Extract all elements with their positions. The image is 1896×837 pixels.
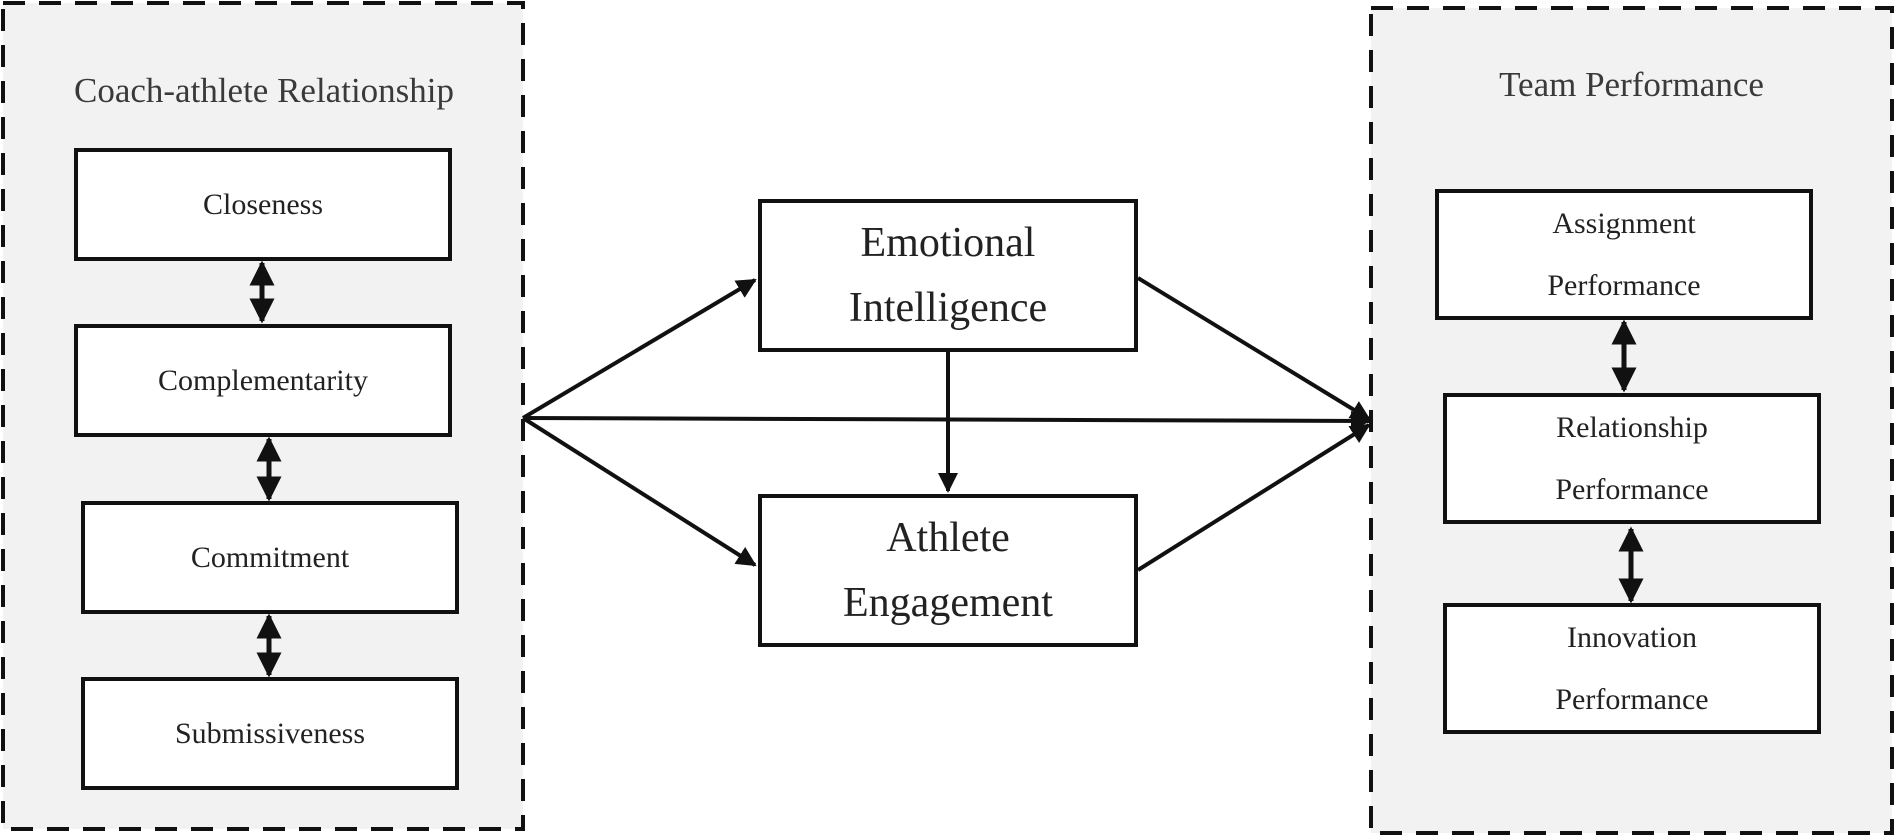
athlete-engagement-label-line1: Athlete xyxy=(886,514,1010,561)
assignment-performance-label-line1: Assignment xyxy=(1552,206,1696,240)
emotional-intelligence-label-line2: Intelligence xyxy=(848,284,1048,331)
emotional-intelligence-label-line1: Emotional xyxy=(860,219,1036,266)
commitment-node: Commitment xyxy=(81,501,459,614)
team-performance-title: Team Performance xyxy=(1499,65,1764,104)
innovation-performance-label-line2: Performance xyxy=(1555,682,1709,716)
athlete-engagement-node: Athlete Engagement xyxy=(758,494,1138,647)
closeness-label: Closeness xyxy=(203,187,323,221)
relationship-performance-label-line1: Relationship xyxy=(1556,410,1708,444)
assignment-performance-node: Assignment Performance xyxy=(1435,189,1813,320)
submissiveness-label: Submissiveness xyxy=(174,716,366,750)
emotional-intelligence-to-team-performance-arrow xyxy=(1136,276,1371,421)
emotional-intelligence-node: Emotional Intelligence xyxy=(758,199,1138,352)
coach-athlete-relationship-title: Coach-athlete Relationship xyxy=(73,71,455,110)
innovation-performance-node: Innovation Performance xyxy=(1443,603,1821,734)
assignment-performance-label-line2: Performance xyxy=(1547,268,1701,302)
closeness-node: Closeness xyxy=(74,148,452,261)
relationship-to-emotional-intelligence-arrow xyxy=(521,278,757,420)
complementarity-label: Complementarity xyxy=(158,363,368,397)
submissiveness-node: Submissiveness xyxy=(81,677,459,790)
complementarity-node: Complementarity xyxy=(74,324,452,437)
innovation-performance-label-line1: Innovation xyxy=(1567,620,1697,654)
relationship-to-athlete-engagement-arrow xyxy=(521,416,757,567)
athlete-engagement-label-line2: Engagement xyxy=(843,579,1053,626)
relationship-performance-node: Relationship Performance xyxy=(1443,393,1821,524)
athlete-engagement-to-team-performance-arrow xyxy=(1136,423,1371,572)
commitment-label: Commitment xyxy=(190,540,350,574)
relationship-performance-label-line2: Performance xyxy=(1555,472,1709,506)
